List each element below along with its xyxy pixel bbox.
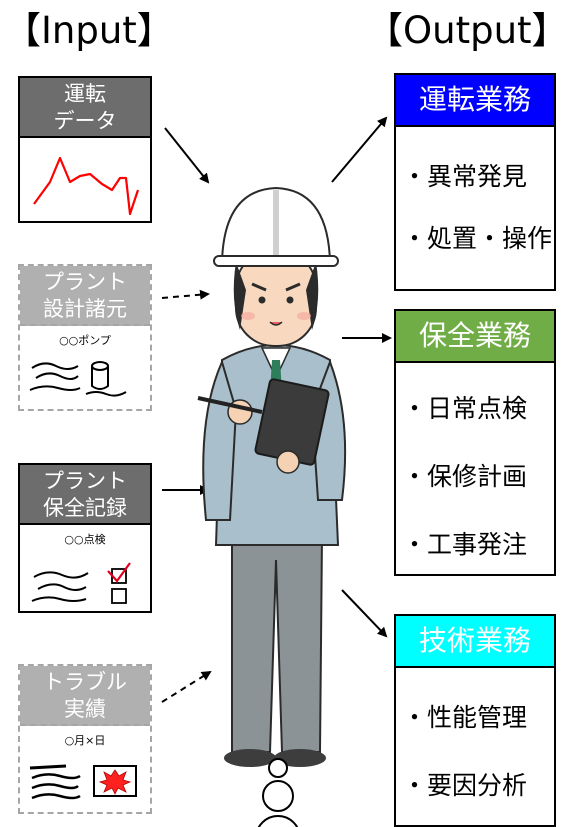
output-arrow-3: [341, 589, 388, 638]
input-arrow-2: [161, 289, 210, 300]
output-item: ・工事発注: [402, 530, 528, 559]
output-item: ・日常点検: [402, 394, 528, 423]
ellipsis-circle-large: [257, 815, 299, 827]
trend-graph-icon: [33, 156, 140, 216]
input-card-title-line1: プラント: [43, 469, 127, 493]
input-card-header: トラブル 実績: [20, 666, 150, 726]
input-card-title-line2: 保全記録: [43, 496, 127, 520]
output-arrow-1: [331, 116, 388, 183]
input-card-title-line2: データ: [53, 109, 117, 133]
output-title: 運転業務: [394, 73, 556, 127]
input-card-header: プラント 設計諸元: [20, 266, 150, 326]
input-card-title-line2: 設計諸元: [43, 297, 127, 321]
input-card-trouble-history: トラブル 実績 ○月×日: [18, 664, 152, 814]
output-item-list: ・性能管理 ・要因分析: [394, 668, 556, 827]
input-card-design-spec: プラント 設計諸元 ○○ポンプ: [18, 264, 152, 411]
input-arrow-4: [161, 670, 212, 703]
input-heading: 【Input】: [4, 9, 174, 52]
worker-illustration: [197, 186, 347, 767]
trouble-sketch-icon: [29, 764, 137, 800]
output-item: ・要因分析: [402, 771, 528, 800]
input-card-subtitle: ○○ポンプ: [59, 334, 111, 347]
output-box-maintenance: 保全業務 ・日常点検 ・保修計画 ・工事発注: [394, 309, 556, 576]
output-heading: 【Output】: [366, 9, 569, 52]
output-item-list: ・異常発見 ・処置・操作: [394, 127, 556, 291]
pump-sketch-icon: [29, 361, 127, 397]
output-title: 技術業務: [394, 614, 556, 668]
output-item: ・性能管理: [402, 703, 528, 732]
ellipsis-circle-small: [268, 758, 288, 778]
input-card-subtitle: ○○点検: [64, 533, 106, 546]
input-card-subtitle: ○月×日: [64, 734, 106, 747]
input-arrow-1: [164, 127, 210, 184]
input-card-title-line1: 運転: [64, 82, 106, 106]
input-card-header: 運転 データ: [20, 78, 150, 138]
output-box-operation: 運転業務 ・異常発見 ・処置・操作: [394, 73, 556, 291]
output-item-list: ・日常点検 ・保修計画 ・工事発注: [394, 363, 556, 576]
checklist-sketch-icon: [31, 562, 131, 604]
output-title: 保全業務: [394, 309, 556, 363]
input-card-maintenance-record: プラント 保全記録 ○○点検: [18, 463, 152, 613]
ellipsis-circle-medium: [262, 780, 294, 812]
output-item: ・保修計画: [402, 462, 528, 491]
input-card-title-line1: プラント: [43, 270, 127, 294]
output-box-engineering: 技術業務 ・性能管理 ・要因分析: [394, 614, 556, 827]
input-card-title-line1: トラブル: [43, 670, 127, 694]
output-item: ・処置・操作: [402, 224, 553, 253]
input-card-operation-data: 運転 データ: [18, 76, 152, 223]
input-card-title-line2: 実績: [64, 697, 106, 721]
input-card-header: プラント 保全記録: [20, 465, 150, 525]
output-item: ・異常発見: [402, 162, 528, 191]
